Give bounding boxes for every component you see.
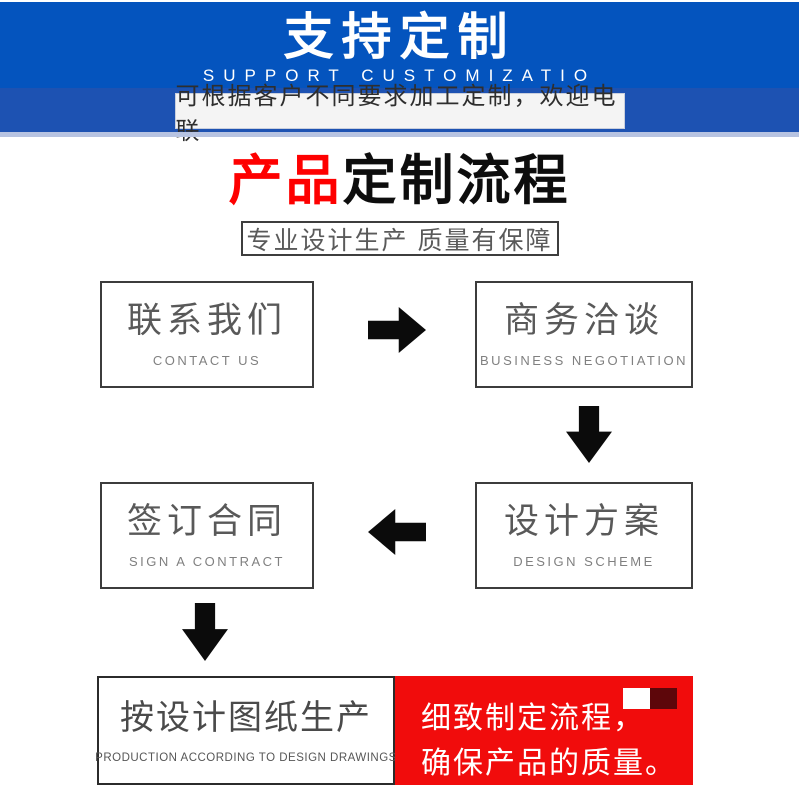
note-line-2: 确保产品的质量。 (421, 747, 677, 780)
step-box-negotiation: 商务洽谈 BUSINESS NEGOTIATION (475, 281, 693, 388)
square-white-icon (623, 688, 650, 709)
section-subtitle: 专业设计生产 质量有保障 (240, 221, 559, 256)
step-title: 签订合同 (126, 502, 287, 541)
page-title-red: 产品 (228, 151, 343, 211)
arrow-down-icon (566, 406, 612, 463)
step-subtitle: SIGN A CONTRACT (129, 554, 285, 569)
page-title-rest: 定制流程 (342, 151, 571, 211)
step-subtitle: CONTACT US (152, 353, 262, 368)
banner-tagline-bar: 可根据客户不同要求加工定制，欢迎电联 (0, 83, 799, 145)
step-subtitle: DESIGN SCHEME (513, 554, 655, 569)
note-line-1: 细致制定流程， (421, 702, 645, 735)
customization-banner: 支持定制 SUPPORT CUSTOMIZATIO 可根据客户不同要求加工定制，… (0, 2, 799, 145)
note-decor-squares (623, 688, 677, 709)
arrow-right-icon (368, 307, 426, 353)
square-maroon-icon (650, 688, 677, 709)
banner-tagline: 可根据客户不同要求加工定制，欢迎电联 (174, 83, 625, 145)
banner-title: 支持定制 (283, 9, 516, 65)
step-subtitle: BUSINESS NEGOTIATION (480, 353, 688, 368)
step-subtitle: PRODUCTION ACCORDING TO DESIGN DRAWINGS (95, 751, 397, 764)
step-title: 设计方案 (503, 502, 664, 541)
banner-bottom-strip (0, 132, 799, 137)
step-box-contact: 联系我们 CONTACT US (100, 281, 314, 388)
note-box: 细致制定流程， 确保产品的质量。 (395, 676, 693, 785)
arrow-left-icon (368, 509, 426, 555)
step-title: 按设计图纸生产 (120, 698, 372, 737)
page-title: 产品定制流程 (0, 150, 799, 212)
step-box-production: 按设计图纸生产 PRODUCTION ACCORDING TO DESIGN D… (95, 676, 397, 785)
arrow-down-icon (182, 603, 228, 661)
banner-subtitle: SUPPORT CUSTOMIZATIO (202, 66, 597, 85)
step-box-scheme: 设计方案 DESIGN SCHEME (475, 482, 693, 589)
step-title: 商务洽谈 (503, 301, 664, 340)
note-text: 细致制定流程， 确保产品的质量。 (421, 696, 677, 786)
step-title: 联系我们 (126, 301, 287, 340)
step-box-contract: 签订合同 SIGN A CONTRACT (100, 482, 314, 589)
